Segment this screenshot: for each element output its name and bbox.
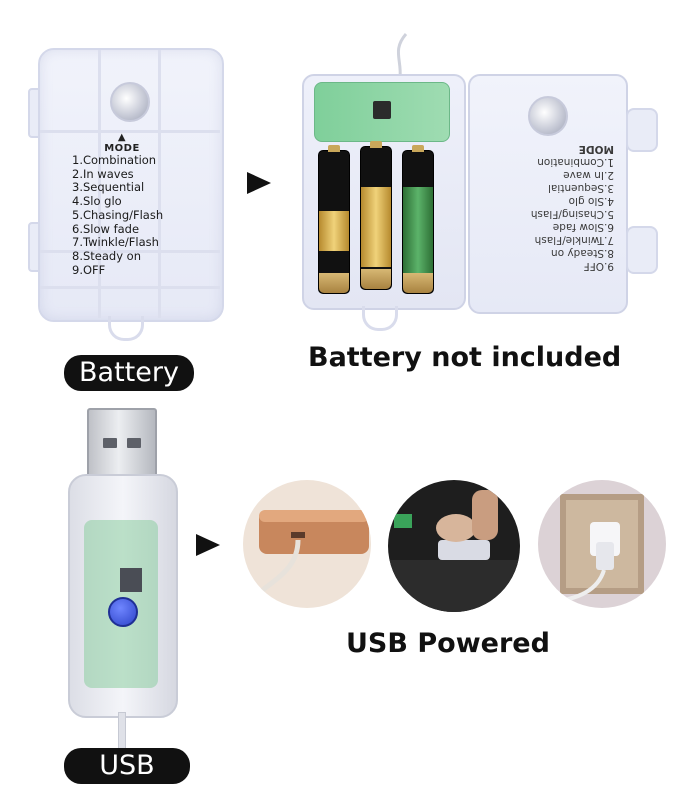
usb-powered-headline: USB Powered [346,628,550,659]
usb-label: USB [64,748,190,784]
mirrored-mode-item: MODE [578,143,614,155]
aa-battery [402,145,434,294]
mirrored-mode-item: 6.Slow fade [552,221,614,233]
mode-panel: ▲ MODE 1.Combination 2.In waves 3.Sequen… [72,132,202,277]
mode-item: 8.Steady on [72,248,141,263]
laptop-usb-illustration [388,480,520,612]
mirrored-mode-item: 7.Twinkle/Flash [534,234,614,246]
mirrored-mode-item: 3.Sequential [548,182,614,194]
mirrored-mode-item: 8.Steady on [551,247,614,259]
mirrored-mode-list: 9.OFF 8.Steady on 7.Twinkle/Flash 6.Slow… [504,142,614,272]
power-bank-photo [243,480,371,608]
box-hanger-loop [362,306,398,331]
battery-box-lid [38,48,224,322]
circuit-board [314,82,450,142]
power-bank-illustration [243,480,371,608]
mirrored-mode-item: 2.In wave [563,169,614,181]
mode-item: 6.Slow fade [72,221,140,236]
aa-battery [318,145,350,294]
lid-side-tab [626,226,658,274]
mode-item: 9.OFF [72,262,106,277]
arrow-right-icon [196,534,220,556]
battery-not-included-headline: Battery not included [308,342,622,373]
mode-switch [373,101,391,119]
mode-item: 5.Chasing/Flash [72,207,164,222]
led-sensor-dome [528,96,568,136]
mode-title: ▲ MODE [104,132,140,154]
battery-label: Battery [64,355,194,391]
laptop-usb-photo [388,480,520,612]
mode-item: 7.Twinkle/Flash [72,235,159,250]
mode-button [108,597,138,627]
mirrored-mode-item: 9.OFF [583,260,614,272]
mirrored-mode-item: 4.Slo glo [568,195,614,207]
wall-adapter-photo [538,480,666,608]
mode-item: 4.Slo glo [72,194,122,209]
mode-item: 3.Sequential [72,180,145,195]
usb-chip [120,568,142,592]
mode-item: 2.In waves [72,166,134,181]
mirrored-mode-item: 1.Combination [537,156,614,168]
mirrored-mode-item: 5.Chasing/Flash [530,208,614,220]
box-wire [396,33,408,79]
lid-hanger-loop [108,316,144,341]
mode-up-icon: ▲ [117,132,127,143]
mode-item: 1.Combination [72,153,157,167]
led-sensor-dome [110,82,150,122]
aa-battery [360,141,392,290]
arrow-right-icon [247,172,271,194]
lid-side-tab [626,108,658,152]
wall-adapter-illustration [538,480,666,608]
usb-cable [118,712,126,752]
